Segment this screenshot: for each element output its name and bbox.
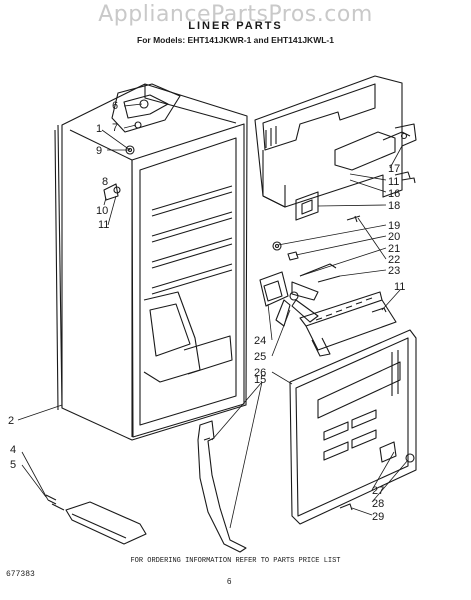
callout-20: 20 <box>388 231 400 243</box>
page-number: 6 <box>227 577 232 586</box>
callout-10: 10 <box>96 205 108 217</box>
liner-cabinet <box>54 83 248 441</box>
callout-17: 17 <box>388 163 400 175</box>
callout-27: 27 <box>372 485 384 497</box>
callout-11-upper-right: 11 <box>388 176 399 188</box>
lower-cover-panel <box>289 329 417 525</box>
callout-29: 29 <box>372 511 384 523</box>
callout-1: 1 <box>96 123 102 135</box>
watermark: AppliancePartsPros.com <box>98 2 373 27</box>
callout-11-motor: 11 <box>394 281 405 293</box>
callout-28: 28 <box>372 498 384 510</box>
leader-lines <box>17 103 409 529</box>
ordering-note: FOR ORDERING INFORMATION REFER TO PARTS … <box>130 557 341 565</box>
callout-24: 24 <box>254 335 266 347</box>
document-id: 677383 <box>6 570 35 579</box>
evaporator-cover <box>254 75 417 208</box>
callout-25: 25 <box>254 351 266 363</box>
callout-22: 22 <box>388 254 400 266</box>
callout-18: 18 <box>388 200 400 212</box>
models-line: For Models: EHT141JKWR-1 and EHT141JKWL-… <box>137 35 334 45</box>
callout-4: 4 <box>10 444 16 456</box>
diagram-title: LINER PARTS <box>188 20 283 32</box>
callout-6: 6 <box>112 100 118 112</box>
callout-labels: 1 2 4 5 6 7 8 9 10 11 11 11 15 16 17 18 … <box>8 100 405 523</box>
callout-8: 8 <box>102 176 108 188</box>
callout-15: 15 <box>254 374 266 386</box>
callout-2: 2 <box>8 415 14 427</box>
callout-26: 26 <box>254 367 266 379</box>
callout-9: 9 <box>96 145 102 157</box>
fan-motor-assembly <box>259 241 397 357</box>
callout-21: 21 <box>388 243 400 255</box>
fasteners <box>339 177 416 511</box>
light-shield <box>295 191 319 221</box>
callout-16: 16 <box>388 188 400 200</box>
drain-tube <box>45 420 247 553</box>
callout-23: 23 <box>388 265 400 277</box>
callout-11-left: 11 <box>98 219 109 231</box>
callout-7: 7 <box>112 122 118 134</box>
callout-5: 5 <box>10 459 16 471</box>
callout-19: 19 <box>388 220 400 232</box>
